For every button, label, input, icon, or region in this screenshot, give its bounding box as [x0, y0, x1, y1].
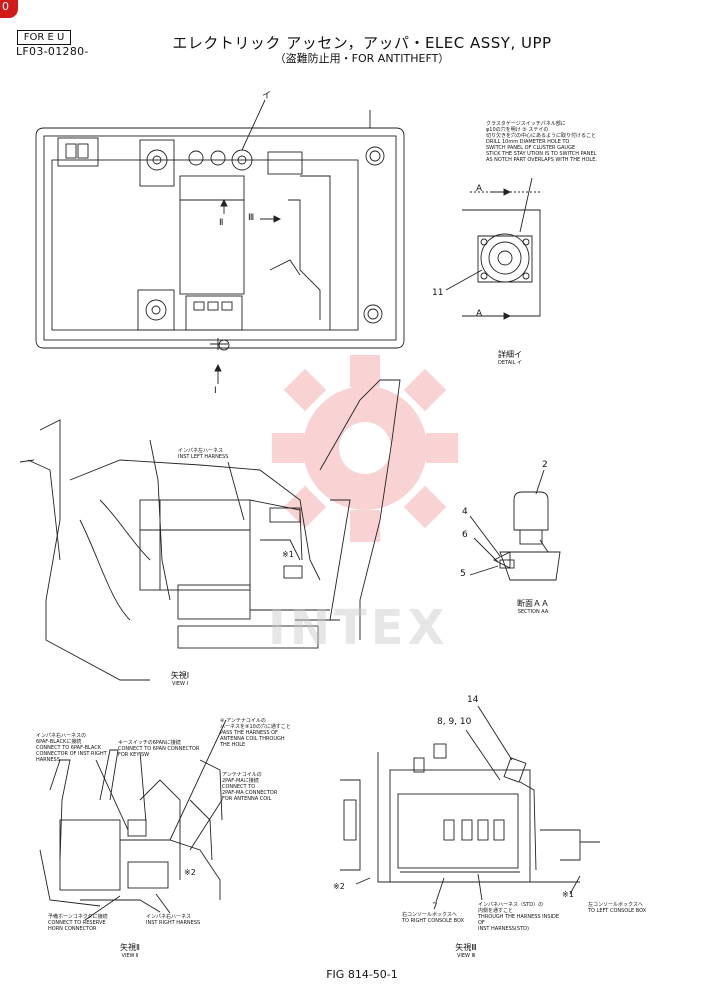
callout-2: 2: [542, 460, 548, 470]
view-iii-note-left-console: 左コンソールボックスへ TO LEFT CONSOLE BOX: [588, 902, 647, 914]
page-title: エレクトリック アッセン，アッパ・ELEC ASSY, UPP: [172, 34, 552, 52]
view-ii-note-keyswitch: キースイッチの6PANに接続 CONNECT TO 6PAN CONNECTOR…: [118, 740, 200, 758]
callout-7: 7: [432, 902, 438, 912]
arrow-iii-label: Ⅲ: [248, 213, 255, 223]
callout-4: 4: [462, 507, 468, 517]
view-ii-note-6paf: インパネ右ハーネスの 6PAF-BLACKに接続 CONNECT TO 6PAF…: [36, 733, 107, 763]
view-ii-note-inst-right: インパネ右ハーネス INST RIGHT HARNESS: [146, 914, 201, 926]
view-ii-drawing: [39, 749, 223, 913]
arrow-i-label: Ⅰ: [214, 386, 217, 396]
view-iii-note-harness-std: インパネハーネス（STD）の 内側を通すこと THROUGH THE HARNE…: [478, 902, 560, 932]
ref-x1-view-i: ※1: [282, 550, 294, 559]
figure-number: FIG 814-50-1: [326, 968, 398, 981]
watermark-text: INTEX: [268, 600, 449, 656]
view-i-drawing: [19, 379, 401, 681]
ref-x2-view-ii: ※2: [184, 868, 196, 877]
callout-5: 5: [460, 569, 466, 579]
callout-8-9-10: 8, 9, 10: [437, 717, 472, 727]
callout-6: 6: [462, 530, 468, 540]
view-iii-drawing: [340, 743, 600, 883]
section-aa-label: 断面ＡＡ SECTION AA: [517, 599, 549, 615]
corner-badge: 0: [0, 0, 18, 18]
ref-x2-view-iii: ※2: [333, 882, 345, 891]
section-arrow-a-bottom: A: [476, 309, 483, 319]
view-iii-note-right-console: 右コンソールボックスへ TO RIGHT CONSOLE BOX: [402, 912, 464, 924]
callout-i: イ: [262, 91, 272, 101]
inst-left-harness-label: インパネ左ハーネス INST LEFT HARNESS: [178, 448, 229, 460]
view-ii-label: 矢視Ⅱ VIEW Ⅱ: [120, 943, 140, 959]
page-subtitle: （盗難防止用・FOR ANTITHEFT）: [274, 52, 450, 65]
view-ii-note-antenna-hole: ④ アンテナコイルの ハーネスを⑧10の穴に通すこと PASS THE HARN…: [220, 718, 291, 748]
ref-x1-view-iii: ※1: [562, 890, 574, 899]
arrow-ii-label: Ⅱ: [219, 218, 224, 228]
detail-i-label: 詳細イ DETAIL イ: [498, 350, 522, 366]
top-view-drawing: [35, 110, 405, 351]
section-arrow-a-top: A: [476, 184, 483, 194]
part-number: LF03-01280-: [16, 45, 89, 58]
detail-i-drawing: [462, 191, 541, 317]
section-aa-drawing: [492, 491, 561, 581]
callout-11: 11: [432, 288, 444, 298]
view-i-label: 矢視Ⅰ VIEW Ⅰ: [170, 671, 190, 687]
view-iii-label: 矢視Ⅲ VIEW Ⅲ: [455, 943, 477, 959]
view-ii-note-horn: 予備ホーンコネクタに接続 CONNECT TO RESERVE HORN CON…: [48, 914, 108, 932]
detail-i-note: クラスタゲージスイッチパネル部に φ10の穴を明け ⑤ ステイの 切り欠きを穴の…: [486, 121, 597, 163]
view-ii-note-antenna-connector: アンテナコイルの 2PAF-MAに接続 CONNECT TO 2PAF-MA C…: [222, 772, 278, 802]
market-box: FOR E U: [17, 30, 71, 45]
callout-14: 14: [467, 695, 479, 705]
